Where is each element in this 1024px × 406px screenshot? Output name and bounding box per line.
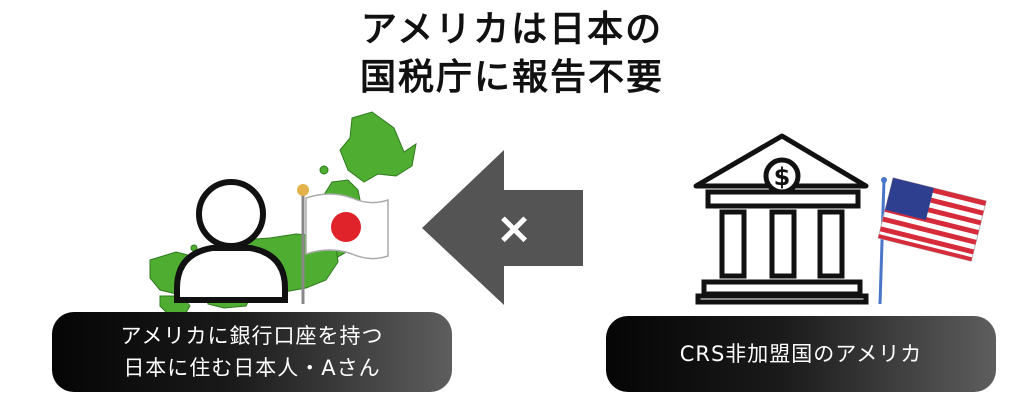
no-report-mark: × bbox=[496, 203, 533, 254]
bank-icon: $ bbox=[693, 133, 869, 305]
dollar-icon: $ bbox=[774, 163, 791, 191]
resident-label-line-1: アメリカに銀行口座を持つ bbox=[120, 324, 384, 348]
diagram-title: アメリカは日本の 国税庁に報告不要 bbox=[0, 6, 1024, 102]
title-line-2: 国税庁に報告不要 bbox=[359, 57, 664, 98]
country-label-line-1: CRS非加盟国のアメリカ bbox=[679, 342, 923, 366]
person-icon bbox=[174, 179, 288, 303]
left-arrow-icon: × bbox=[422, 150, 583, 305]
us-flag-icon bbox=[877, 177, 987, 305]
resident-label-box: アメリカに銀行口座を持つ 日本に住む日本人・Aさん bbox=[52, 312, 452, 392]
japan-flag-icon bbox=[297, 184, 389, 304]
country-label-box: CRS非加盟国のアメリカ bbox=[606, 316, 996, 392]
title-line-1: アメリカは日本の bbox=[360, 9, 664, 50]
resident-label-line-2: 日本に住む日本人・Aさん bbox=[123, 356, 381, 380]
